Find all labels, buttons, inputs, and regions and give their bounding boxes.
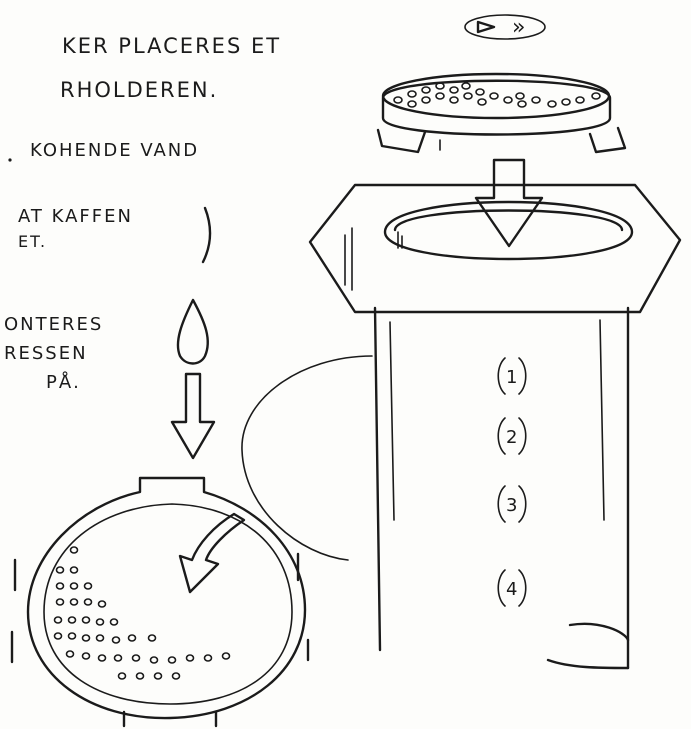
filter-holder-holes: [55, 547, 230, 679]
stray-dot: [8, 158, 11, 161]
chamber-number-4: 4: [498, 570, 526, 606]
chamber-number-1: 1: [498, 358, 526, 394]
filter-holder: [12, 478, 308, 726]
water-drop-icon: [178, 300, 208, 364]
filter-cap: [378, 74, 625, 152]
svg-text:4: 4: [506, 579, 517, 600]
svg-text:2: 2: [506, 427, 517, 448]
down-arrow-icon: [172, 374, 214, 458]
svg-text:3: 3: [506, 495, 517, 516]
svg-text:1: 1: [506, 367, 517, 388]
zoom-callout-line: [242, 356, 372, 560]
parenthesis-mark: [203, 208, 210, 262]
rotate-arrow-icon: »: [465, 15, 545, 40]
curved-arrow-icon: [180, 514, 244, 592]
chamber-number-2: 2: [498, 418, 526, 454]
chamber-number-3: 3: [498, 486, 526, 522]
filter-cap-holes: [394, 83, 600, 107]
brew-chamber: 1 2 3 4: [310, 185, 680, 668]
rotation-symbol: »: [512, 15, 525, 40]
